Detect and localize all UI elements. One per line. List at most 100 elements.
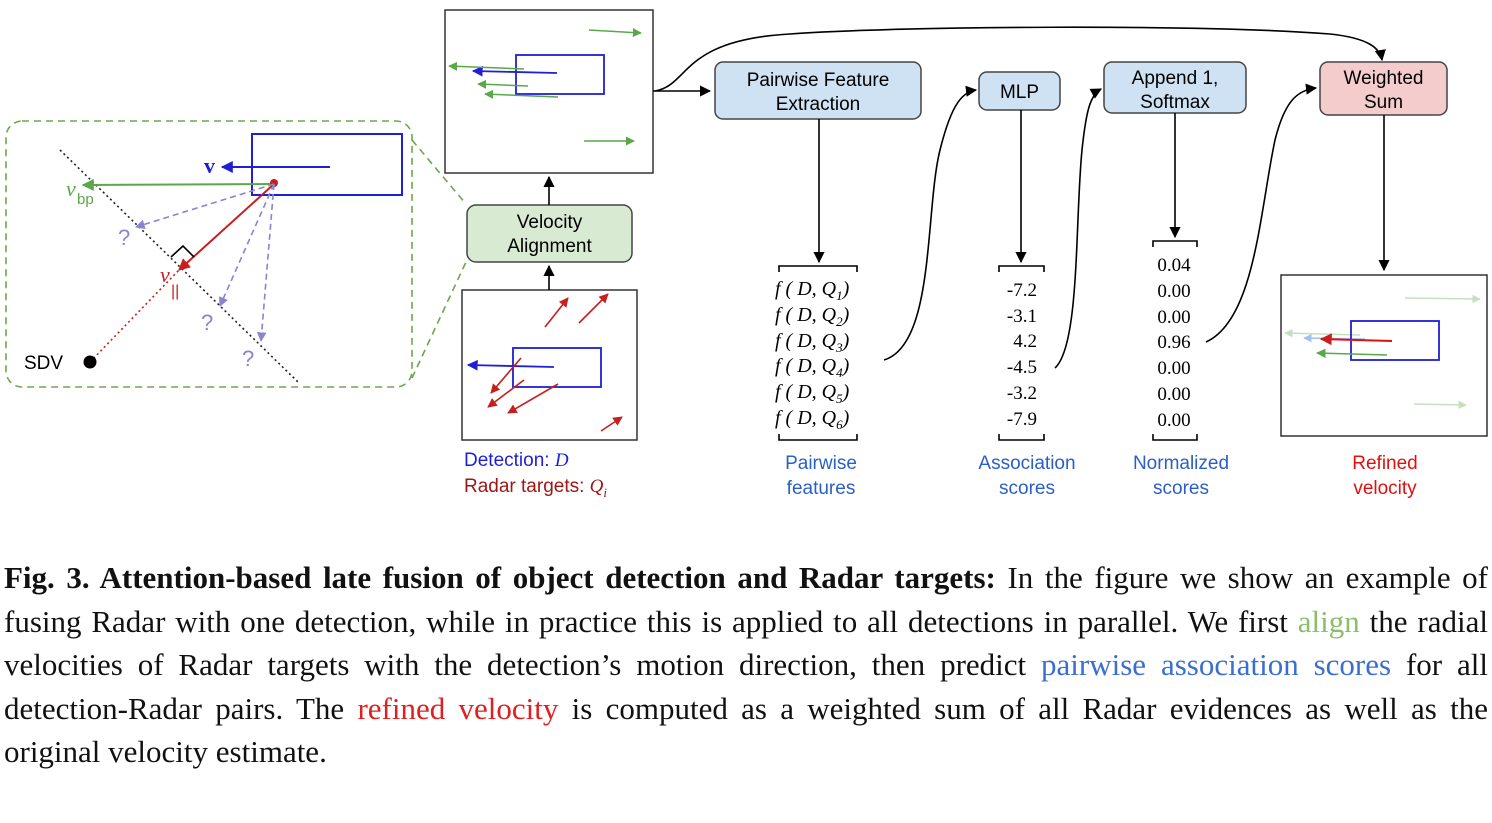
zoom-panel: v v bp v || ? ? ? SDV — [5, 120, 467, 388]
bracket-top — [1152, 240, 1198, 247]
bracket-bottom — [778, 434, 858, 441]
svg-text:Association: Association — [978, 453, 1075, 474]
radar-arrow-2 — [578, 293, 609, 324]
aligned-panel-frame — [444, 9, 654, 174]
zoom-detection-box — [251, 133, 403, 196]
feature-row-5: f ( D, Q5) — [775, 381, 850, 406]
svg-text:Alignment: Alignment — [507, 236, 592, 257]
normalized-score: 0.00 — [1157, 307, 1190, 328]
append-softmax-box: Append 1, Softmax — [1103, 61, 1247, 114]
caption-text: the radial velocities of Radar targets w… — [4, 603, 1488, 683]
aligned-radar-4 — [484, 89, 559, 99]
v-parallel-arrow — [178, 183, 275, 271]
figure-caption: Fig. 3. Attention-based late fusion of o… — [4, 556, 1488, 774]
input-velocity-arrow — [466, 359, 555, 371]
aligned-velocity-arrow — [471, 65, 558, 77]
hypothesis-arrow-2 — [219, 183, 275, 307]
radar-arrow-3 — [490, 357, 522, 394]
caption-text: is computed as a weighted sum of all Rad… — [4, 690, 1488, 770]
svg-text:Pairwise Feature: Pairwise Feature — [747, 70, 890, 91]
question-mark-2: ? — [201, 310, 213, 335]
feature-row-4: f ( D, Q4) — [775, 355, 850, 380]
aligned-detection-box — [515, 54, 605, 95]
svg-text:Refined: Refined — [1352, 453, 1418, 474]
aligned-radar-1 — [588, 28, 642, 38]
pairwise-feature-box: Pairwise Feature Extraction — [714, 61, 922, 120]
caption-lead: Fig. 3. Attention-based late fusion of o… — [4, 560, 996, 595]
question-mark-3: ? — [242, 346, 254, 371]
radar-arrow-6 — [600, 416, 623, 432]
refined-green-arrow — [1316, 348, 1388, 359]
svg-text:features: features — [787, 478, 856, 499]
weighted-sum-box: Weighted Sum — [1319, 61, 1448, 116]
velocity-alignment-box: Velocity Alignment — [466, 204, 633, 263]
arrow-aligned-to-weighted-sum — [654, 26, 1386, 92]
svg-text:velocity: velocity — [1353, 478, 1417, 499]
vbp-label: v — [66, 176, 76, 201]
bracket-bottom — [998, 434, 1045, 441]
association-score: -4.5 — [1007, 357, 1037, 378]
sdv-dot — [83, 355, 97, 369]
mlp-box: MLP — [978, 71, 1061, 111]
faded-radar-3 — [1413, 400, 1467, 410]
association-scores-label: Association scores — [978, 453, 1075, 499]
sdv-dotted-ray — [89, 268, 181, 363]
svg-text:scores: scores — [999, 478, 1055, 499]
refined-velocity-arrow — [1319, 333, 1393, 346]
curve-normalized-to-weighted — [1205, 83, 1318, 343]
vbp-subscript: bp — [77, 191, 94, 208]
association-score: -3.1 — [1007, 306, 1037, 327]
question-mark-1: ? — [118, 225, 130, 250]
vbp-arrow — [81, 178, 273, 191]
bracket-top — [778, 265, 858, 272]
association-score: -7.9 — [1007, 409, 1037, 430]
hypothesis-arrow-1 — [135, 183, 275, 230]
svg-text:Sum: Sum — [1364, 92, 1403, 113]
refined-velocity-label: Refined velocity — [1352, 453, 1418, 499]
curve-features-to-mlp — [883, 85, 978, 361]
bracket-bottom — [1152, 434, 1198, 441]
normalized-score: 0.04 — [1157, 255, 1191, 276]
curve-scores-to-softmax — [1054, 88, 1102, 369]
svg-text:Extraction: Extraction — [776, 94, 860, 115]
association-score: 4.2 — [1013, 331, 1037, 352]
zoom-panel-border — [5, 120, 413, 388]
zoom-v-label: v — [204, 153, 215, 178]
svg-text:Normalized: Normalized — [1133, 453, 1229, 474]
svg-text:Append 1,: Append 1, — [1132, 68, 1219, 89]
svg-text:Weighted: Weighted — [1344, 68, 1424, 89]
feature-row-6: f ( D, Q6) — [775, 407, 850, 432]
v-parallel-label: v — [160, 262, 170, 287]
caption-text: for all detection-Radar pairs. The — [4, 647, 1488, 726]
caption-align-highlight: align — [1297, 603, 1360, 639]
refined-panel — [1280, 274, 1488, 437]
pairwise-features-column: f ( D, Q1) f ( D, Q2) f ( D, Q3) f ( D, … — [775, 265, 858, 441]
radar-arrow-1 — [544, 297, 569, 328]
bracket-top — [998, 265, 1045, 272]
detection-legend: Detection: D — [464, 450, 569, 471]
sdv-label: SDV — [24, 353, 63, 374]
normalized-score: 0.00 — [1157, 410, 1190, 431]
svg-text:Softmax: Softmax — [1140, 92, 1210, 113]
zoom-connector-bottom — [411, 261, 467, 379]
association-scores-column: -7.2 -3.1 4.2 -4.5 -3.2 -7.9 — [998, 265, 1045, 441]
v-parallel-subscript: || — [171, 283, 179, 300]
association-score: -7.2 — [1007, 280, 1037, 301]
caption-pairwise-highlight: pairwise association scores — [1041, 647, 1392, 683]
normalized-score: 0.00 — [1157, 281, 1190, 302]
radar-legend: Radar targets: Qi — [464, 476, 607, 500]
right-angle-mark — [170, 244, 195, 258]
aligned-radar-3 — [477, 79, 529, 89]
caption-refined-highlight: refined velocity — [357, 690, 559, 726]
aligned-radar-2 — [448, 61, 525, 71]
normalized-score: 0.96 — [1157, 332, 1190, 353]
svg-text:Pairwise: Pairwise — [785, 453, 857, 474]
hypothesis-arrow-3 — [256, 183, 275, 342]
faded-radar-1 — [1404, 294, 1481, 304]
zoom-connector-top — [411, 139, 467, 205]
aligned-panel — [444, 9, 654, 174]
radar-arrow-4 — [487, 379, 525, 408]
feature-row-2: f ( D, Q2) — [775, 304, 850, 329]
svg-text:scores: scores — [1153, 478, 1209, 499]
normalized-score: 0.00 — [1157, 384, 1190, 405]
